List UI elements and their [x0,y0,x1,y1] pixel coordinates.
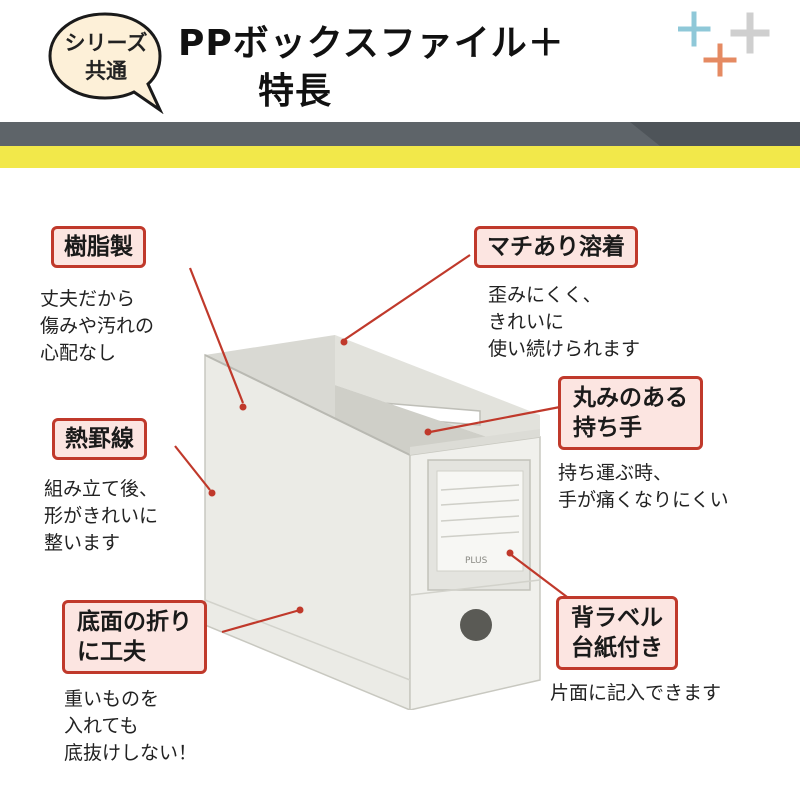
feature-desc-gusset-weld: 歪みにくく、 きれいに 使い続けられます [488,284,641,360]
feature-label-gusset-weld: マチあり溶着 [474,226,638,268]
header-band [0,122,800,168]
feature-desc-round-handle: 持ち運ぶ時、 手が痛くなりにくい [558,462,729,511]
box-file-illustration: PLUS [204,335,541,710]
feature-label-spine-label: 背ラベル 台紙付き [556,596,678,670]
speech-bubble-badge [48,12,164,114]
plus-icon-orange [703,43,737,77]
finger-hole [460,609,492,641]
feature-label-bottom-fold: 底面の折り に工夫 [62,600,207,674]
plus-icon-gray [730,12,770,54]
feature-label-round-handle: 丸みのある 持ち手 [558,376,703,450]
badge-line-2: 共通 [85,59,127,83]
feature-desc-bottom-fold: 重いものを 入れても 底抜けしない！ [64,688,198,764]
feature-label-resin: 樹脂製 [51,226,146,268]
feature-desc-resin: 丈夫だから 傷みや汚れの 心配なし [40,288,155,364]
plus-icon-blue [678,11,711,47]
feature-desc-spine-label: 片面に記入できます [550,682,722,704]
feature-desc-heat-crease: 組み立て後、 形がきれいに 整います [44,478,159,554]
page-title: PPボックスファイル＋ [178,23,565,64]
badge-line-1: シリーズ [64,31,148,55]
feature-label-heat-crease: 熱罫線 [52,418,147,460]
brand-mark: PLUS [465,556,488,566]
plus-icons-decoration [678,11,770,77]
page-subtitle: 特長 [258,71,333,112]
